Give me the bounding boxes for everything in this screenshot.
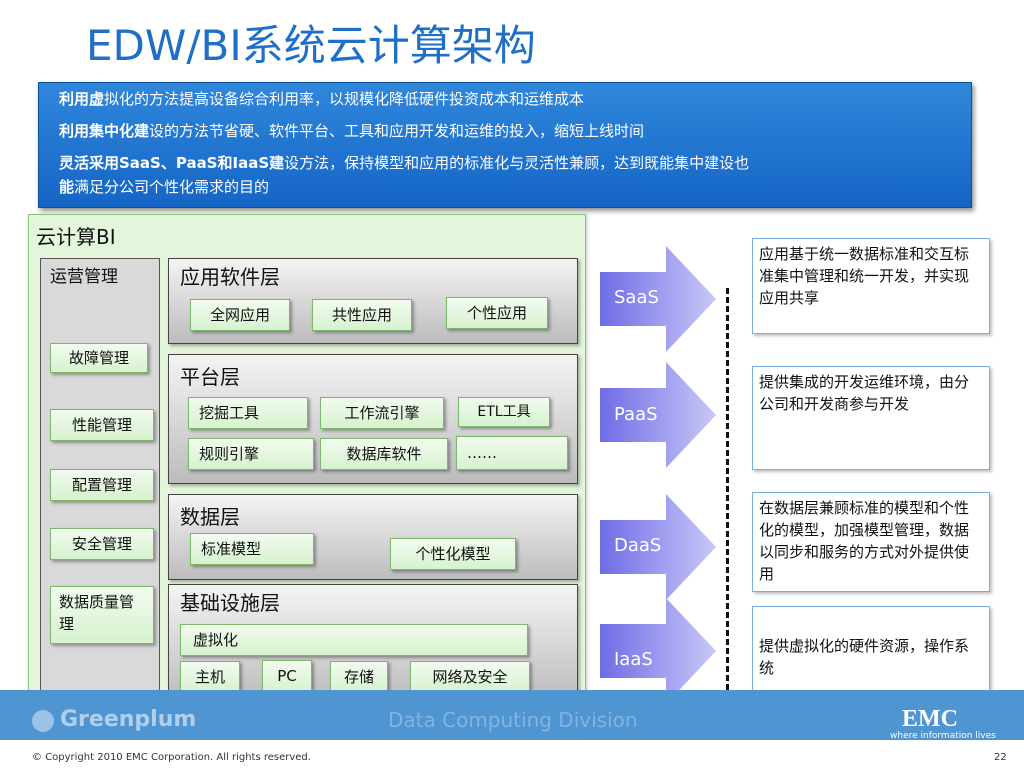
mgmt-item-security: 安全管理 [50,528,154,560]
platform-item-database-software: 数据库软件 [320,438,448,470]
mgmt-item-performance: 性能管理 [50,409,154,441]
bullet-virtualization: 利用虚拟化的方法提高设备综合利用率，以规模化降低硬件投资成本和运维成本 [59,90,585,108]
platform-item-etl-tool: ETL工具 [458,397,550,427]
data-item-personalized-model: 个性化模型 [390,538,516,570]
layer-platform-title: 平台层 [180,365,240,389]
cloud-bi-title: 云计算BI [36,225,116,249]
infra-item-storage: 存储 [330,661,388,693]
platform-item-workflow-engine: 工作流引擎 [320,397,444,429]
mgmt-item-configuration: 配置管理 [50,469,154,501]
summary-box: 利用虚拟化的方法提高设备综合利用率，以规模化降低硬件投资成本和运维成本 利用集中… [38,82,972,208]
layer-infrastructure-title: 基础设施层 [180,591,280,615]
copyright-text: © Copyright 2010 EMC Corporation. All ri… [32,752,311,763]
bullet-flexibility-cont: 能满足分公司个性化需求的目的 [59,178,270,196]
emc-tagline: where information lives [890,731,996,741]
app-item-common: 共性应用 [312,299,412,331]
paas-arrow [600,362,716,468]
bullet-flexibility: 灵活采用SaaS、PaaS和IaaS建设方法，保持模型和应用的标准化与灵活性兼顾… [59,154,750,172]
data-item-standard-model: 标准模型 [190,533,314,565]
page-number: 22 [994,752,1007,763]
dashed-separator [726,288,729,708]
mgmt-item-data-quality: 数据质量管理 [50,586,154,644]
mgmt-item-fault: 故障管理 [50,343,148,373]
iaas-label: IaaS [614,649,653,670]
saas-description: 应用基于统一数据标准和交互标准集中管理和统一开发，并实现应用共享 [752,238,990,334]
paas-label: PaaS [614,404,658,425]
emc-logo: EMC [902,706,958,732]
app-item-personalized: 个性应用 [446,297,548,329]
infra-item-network-security: 网络及安全 [410,661,530,693]
greenplum-logo-icon [32,710,54,732]
saas-arrow [600,246,716,352]
infra-item-virtualization: 虚拟化 [180,624,528,656]
slide-title: EDW/BI系统云计算架构 [86,21,536,70]
infra-item-pc: PC [262,660,312,692]
platform-item-more: …… [456,436,568,470]
infra-item-host: 主机 [180,661,240,693]
iaas-arrow [600,598,716,704]
daas-description: 在数据层兼顾标准的模型和个性化的模型，加强模型管理，数据以同步和服务的方式对外提… [752,492,990,592]
layer-data-title: 数据层 [180,505,240,529]
operations-management-title: 运营管理 [50,267,118,287]
platform-item-rule-engine: 规则引擎 [188,438,314,470]
division-label: Data Computing Division [388,708,638,732]
layer-application-title: 应用软件层 [180,265,280,289]
bullet-centralization: 利用集中化建设的方法节省硬、软件平台、工具和应用开发和运维的投入，缩短上线时间 [59,122,645,140]
daas-label: DaaS [614,535,662,556]
footer-band [0,690,1024,740]
saas-label: SaaS [614,287,659,308]
paas-description: 提供集成的开发运维环境，由分公司和开发商参与开发 [752,366,990,470]
app-item-network-wide: 全网应用 [190,299,290,331]
greenplum-logo-text: Greenplum [60,707,197,732]
daas-arrow [600,494,716,600]
platform-item-mining-tool: 挖掘工具 [188,397,308,429]
